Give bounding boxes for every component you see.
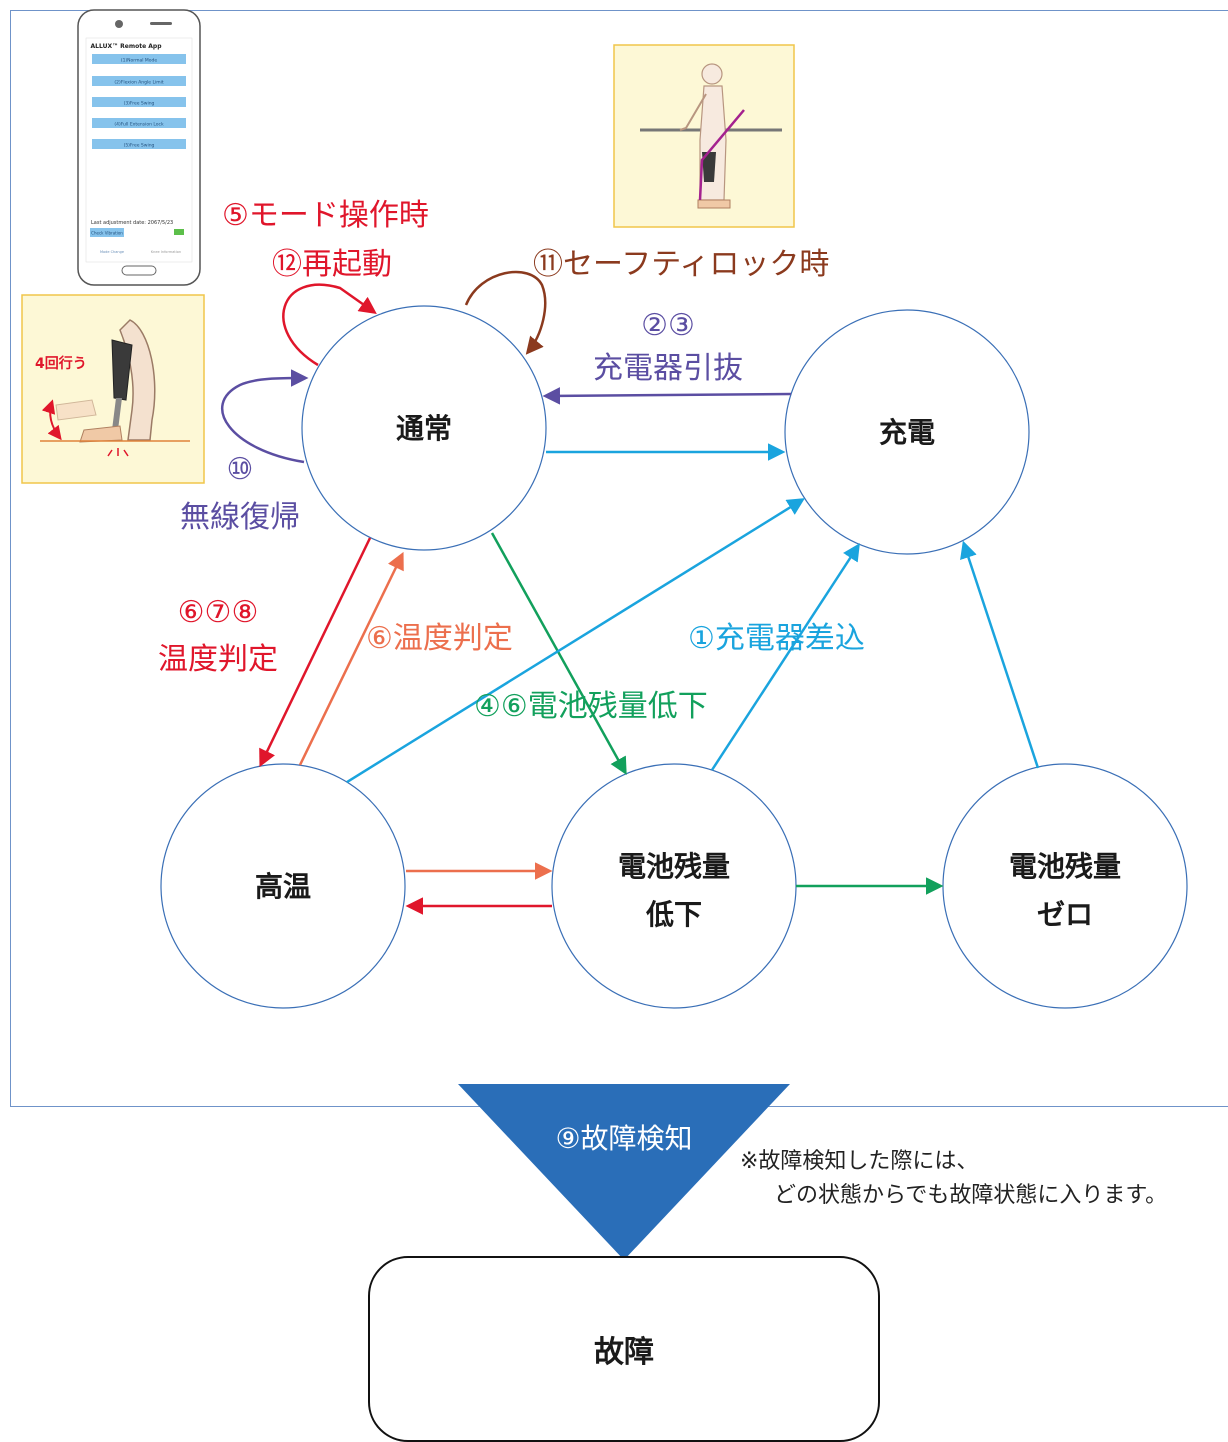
state-node-zero-battery: 電池残量 ゼロ — [942, 763, 1188, 1009]
state-charging-label: 充電 — [879, 416, 935, 449]
state-zero-battery-label-2: ゼロ — [1037, 898, 1093, 931]
state-node-normal: 通常 — [301, 305, 547, 551]
app-mode-button-4-label: (4)Full Extension Lock — [114, 122, 164, 128]
label-wireless: 無線復帰 — [180, 500, 300, 535]
app-mode-button-3[interactable] — [92, 97, 186, 107]
arm-icon — [679, 93, 707, 131]
edge-safety-lock-loop — [464, 270, 547, 355]
standing-illustration — [613, 44, 795, 228]
app-mode-button-5-label: (5)Free Swing — [124, 143, 155, 149]
edge-wireless-loop — [221, 369, 309, 464]
app-mode-button-2-label: (2)Flexion Angle Limit — [114, 80, 163, 86]
app-tab-info[interactable]: Knee Information — [151, 250, 181, 254]
app-mode-buttons: (1)Normal Mode (2)Flexion Angle Limit (3… — [92, 54, 186, 149]
app-mode-button-1[interactable] — [92, 54, 186, 64]
phone-speaker — [150, 22, 172, 25]
fault-detect-arrow — [458, 1084, 790, 1260]
label-fault-detect: ⑨故障検知 — [555, 1122, 692, 1155]
edge-normal-to-hightemp — [259, 537, 372, 768]
prosthetic-knee-icon — [111, 339, 133, 401]
label-restart: ⑫再起動 — [272, 247, 392, 282]
fault-note: ※故障検知した際には、 どの状態からでも故障状態に入ります。 — [740, 1145, 1167, 1213]
label-plug-in: ①充電器差込 — [688, 621, 865, 656]
app-footer-text: Last adjustment date: 2067/5/23 — [91, 220, 173, 226]
fault-note-line1: ※故障検知した際には、 — [740, 1149, 979, 1174]
phone-screen — [85, 37, 193, 263]
state-high-temp-label: 高温 — [255, 870, 311, 903]
app-check-button[interactable] — [90, 228, 124, 237]
foot-icon — [79, 425, 123, 443]
label-unplug-num: ②③ — [641, 308, 695, 343]
state-low-battery-label-2: 低下 — [645, 898, 702, 931]
edge-hightemp-to-charging — [346, 498, 805, 784]
standing-foot-icon — [697, 199, 731, 209]
app-mode-button-5[interactable] — [92, 139, 186, 149]
phone-camera — [115, 20, 123, 28]
label-wireless-num: ⑩ — [227, 452, 254, 487]
label-temp-judge-red-num: ⑥⑦⑧ — [178, 595, 259, 630]
app-mode-button-2[interactable] — [92, 76, 186, 86]
state-low-battery-label-1: 電池残量 — [618, 850, 730, 883]
edge-hightemp-to-normal — [298, 551, 404, 766]
impact-icon — [107, 448, 129, 457]
state-node-low-battery: 電池残量 低下 — [551, 763, 797, 1009]
standing-prosthesis-icon — [702, 152, 716, 182]
head-icon — [701, 63, 723, 85]
prosthetic-pylon-icon — [112, 398, 122, 430]
app-phone-illustration: ALLUX™ Remote App (1)Normal Mode (2)Flex… — [77, 9, 201, 286]
alignment-line — [698, 109, 745, 201]
label-temp-judge-orange: ⑥温度判定 — [366, 621, 513, 656]
knee-motion-label: 4回行う — [35, 355, 87, 372]
state-node-high-temp: 高温 — [160, 763, 406, 1009]
edge-normal-to-lowbattery — [490, 532, 627, 776]
state-node-charging: 充電 — [784, 309, 1030, 555]
state-fault-label: 故障 — [594, 1335, 654, 1370]
knee-motion-illustration: 4回行う — [21, 294, 205, 484]
label-unplug: 充電器引抜 — [593, 351, 743, 386]
label-mode-operation: ⑤モード操作時 — [222, 198, 429, 233]
app-title: ALLUX™ Remote App — [91, 43, 163, 50]
app-tab-mode[interactable]: Mode Change — [100, 250, 124, 254]
state-normal-label: 通常 — [396, 412, 452, 445]
label-battery-low: ④⑥電池残量低下 — [474, 689, 708, 724]
edge-unplug — [542, 387, 792, 405]
app-mode-button-3-label: (3)Free Swing — [124, 101, 155, 107]
edge-restart-loop — [282, 283, 377, 367]
fault-note-line2: どの状態からでも故障状態に入ります。 — [774, 1183, 1168, 1208]
state-node-fault: 故障 — [368, 1256, 880, 1442]
edge-zero-to-charging — [960, 540, 1040, 769]
label-temp-judge-red: 温度判定 — [158, 642, 278, 677]
label-safety-lock: ⑪セーフティロック時 — [533, 247, 829, 282]
app-check-button-label: Check Vibration — [91, 231, 123, 236]
phone-home-button — [121, 265, 157, 276]
swing-arrow-icon — [41, 399, 62, 441]
edge-lowbattery-to-charging — [710, 543, 860, 771]
state-zero-battery-label-1: 電池残量 — [1009, 850, 1121, 883]
body-icon — [699, 85, 727, 201]
app-mode-button-1-label: (1)Normal Mode — [121, 58, 158, 64]
app-mode-button-4[interactable] — [92, 118, 186, 128]
battery-status-icon — [174, 229, 184, 235]
